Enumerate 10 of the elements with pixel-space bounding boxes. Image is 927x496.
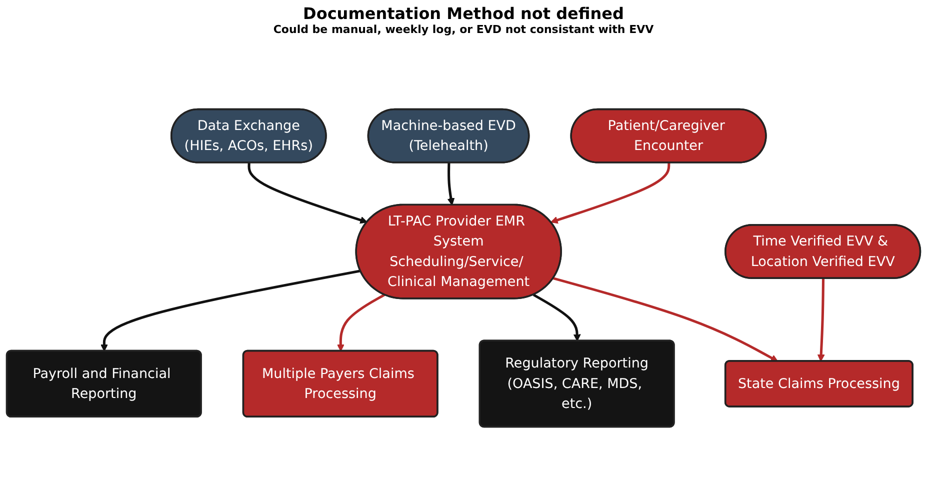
arrow	[248, 162, 368, 224]
arrow	[447, 162, 455, 206]
arrow	[100, 270, 361, 352]
note-heading: Documentation Method not defined	[302, 4, 625, 23]
arrow	[553, 277, 778, 362]
arrow	[817, 278, 825, 362]
arrow	[550, 162, 670, 224]
arrow	[532, 294, 581, 342]
note-text: Could be manual, weekly log, or EVD not consistant with EVV	[272, 23, 655, 36]
arrow	[336, 294, 386, 352]
